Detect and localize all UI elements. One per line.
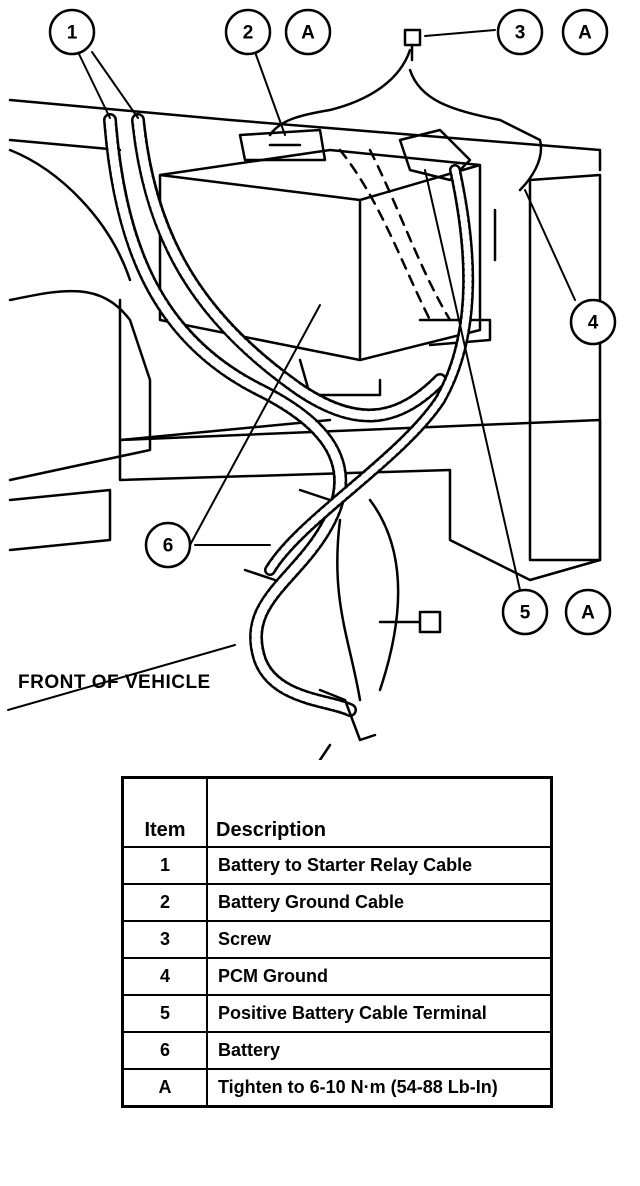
callout-6-label: 6 xyxy=(163,536,174,557)
description-cell: Battery to Starter Relay Cable xyxy=(206,846,553,885)
screw-lower xyxy=(378,610,442,634)
callout-4 xyxy=(569,298,617,346)
cable-clamp xyxy=(243,488,332,582)
cable-end-terminal xyxy=(318,688,377,760)
callout-3-label: 3 xyxy=(515,23,526,44)
leader-6 xyxy=(189,304,321,546)
callout-3 xyxy=(496,8,544,56)
callout-2a xyxy=(284,8,332,56)
lower-panel xyxy=(8,488,400,702)
item-header: Item xyxy=(121,776,208,848)
description-cell: Positive Battery Cable Terminal xyxy=(206,994,553,1033)
callout-3a-label: A xyxy=(578,23,592,44)
callout-2 xyxy=(224,8,272,56)
table-row: 6 Battery xyxy=(121,1031,553,1070)
item-cell: A xyxy=(121,1068,208,1108)
screw-item-3 xyxy=(403,28,422,62)
starter-cable-b-inner xyxy=(133,115,445,420)
inner-panel xyxy=(118,418,602,582)
starter-cable-a xyxy=(103,113,357,717)
callout-3a xyxy=(561,8,609,56)
side-bracket xyxy=(493,173,602,562)
starter-cable-a-inner xyxy=(105,115,355,715)
leader-5 xyxy=(424,169,521,591)
item-cell: 1 xyxy=(121,846,208,885)
description-cell: Battery xyxy=(206,1031,553,1070)
callout-1-label: 1 xyxy=(67,23,78,44)
callout-6 xyxy=(144,521,192,569)
description-cell: PCM Ground xyxy=(206,957,553,996)
battery-case xyxy=(158,148,482,362)
item-cell: 6 xyxy=(121,1031,208,1070)
leader-2 xyxy=(254,51,286,136)
front-of-vehicle-label: FRONT OF VEHICLE xyxy=(18,672,211,693)
ground-terminal xyxy=(238,128,327,162)
item-cell: 5 xyxy=(121,994,208,1033)
item-cell: 2 xyxy=(121,883,208,922)
legend-header-row: Item Description xyxy=(121,776,553,848)
callout-1 xyxy=(48,8,96,56)
legend-table: Item Description 1 Battery to Starter Re… xyxy=(121,776,553,1108)
pcm-ground-wire xyxy=(268,48,543,192)
description-cell: Screw xyxy=(206,920,553,959)
item-cell: 4 xyxy=(121,957,208,996)
positive-cable-inner xyxy=(266,166,472,574)
battery-installation-diagram: 1 2 A 3 A 4 5 A 6 FRONT OF VEHICLE xyxy=(7,8,617,760)
callout-5a xyxy=(564,588,612,636)
table-row: 1 Battery to Starter Relay Cable xyxy=(121,846,553,885)
table-row: 2 Battery Ground Cable xyxy=(121,883,553,922)
callout-2a-label: A xyxy=(301,23,315,44)
leader-1 xyxy=(77,51,139,119)
item-cell: 3 xyxy=(121,920,208,959)
leader-3 xyxy=(424,29,496,37)
table-row: 3 Screw xyxy=(121,920,553,959)
table-row: A Tighten to 6-10 N·m (54-88 Lb-In) xyxy=(121,1068,553,1108)
description-header: Description xyxy=(206,776,553,848)
callout-4-label: 4 xyxy=(588,313,599,334)
callout-2-label: 2 xyxy=(243,23,254,44)
callout-5-label: 5 xyxy=(520,603,531,624)
callout-5a-label: A xyxy=(581,603,595,624)
callout-5 xyxy=(501,588,549,636)
table-row: 4 PCM Ground xyxy=(121,957,553,996)
table-row: 5 Positive Battery Cable Terminal xyxy=(121,994,553,1033)
hidden-cable xyxy=(338,148,452,322)
front-arrow xyxy=(7,644,236,711)
description-cell: Battery Ground Cable xyxy=(206,883,553,922)
leader-4 xyxy=(524,189,576,301)
description-cell: Tighten to 6-10 N·m (54-88 Lb-In) xyxy=(206,1068,553,1108)
